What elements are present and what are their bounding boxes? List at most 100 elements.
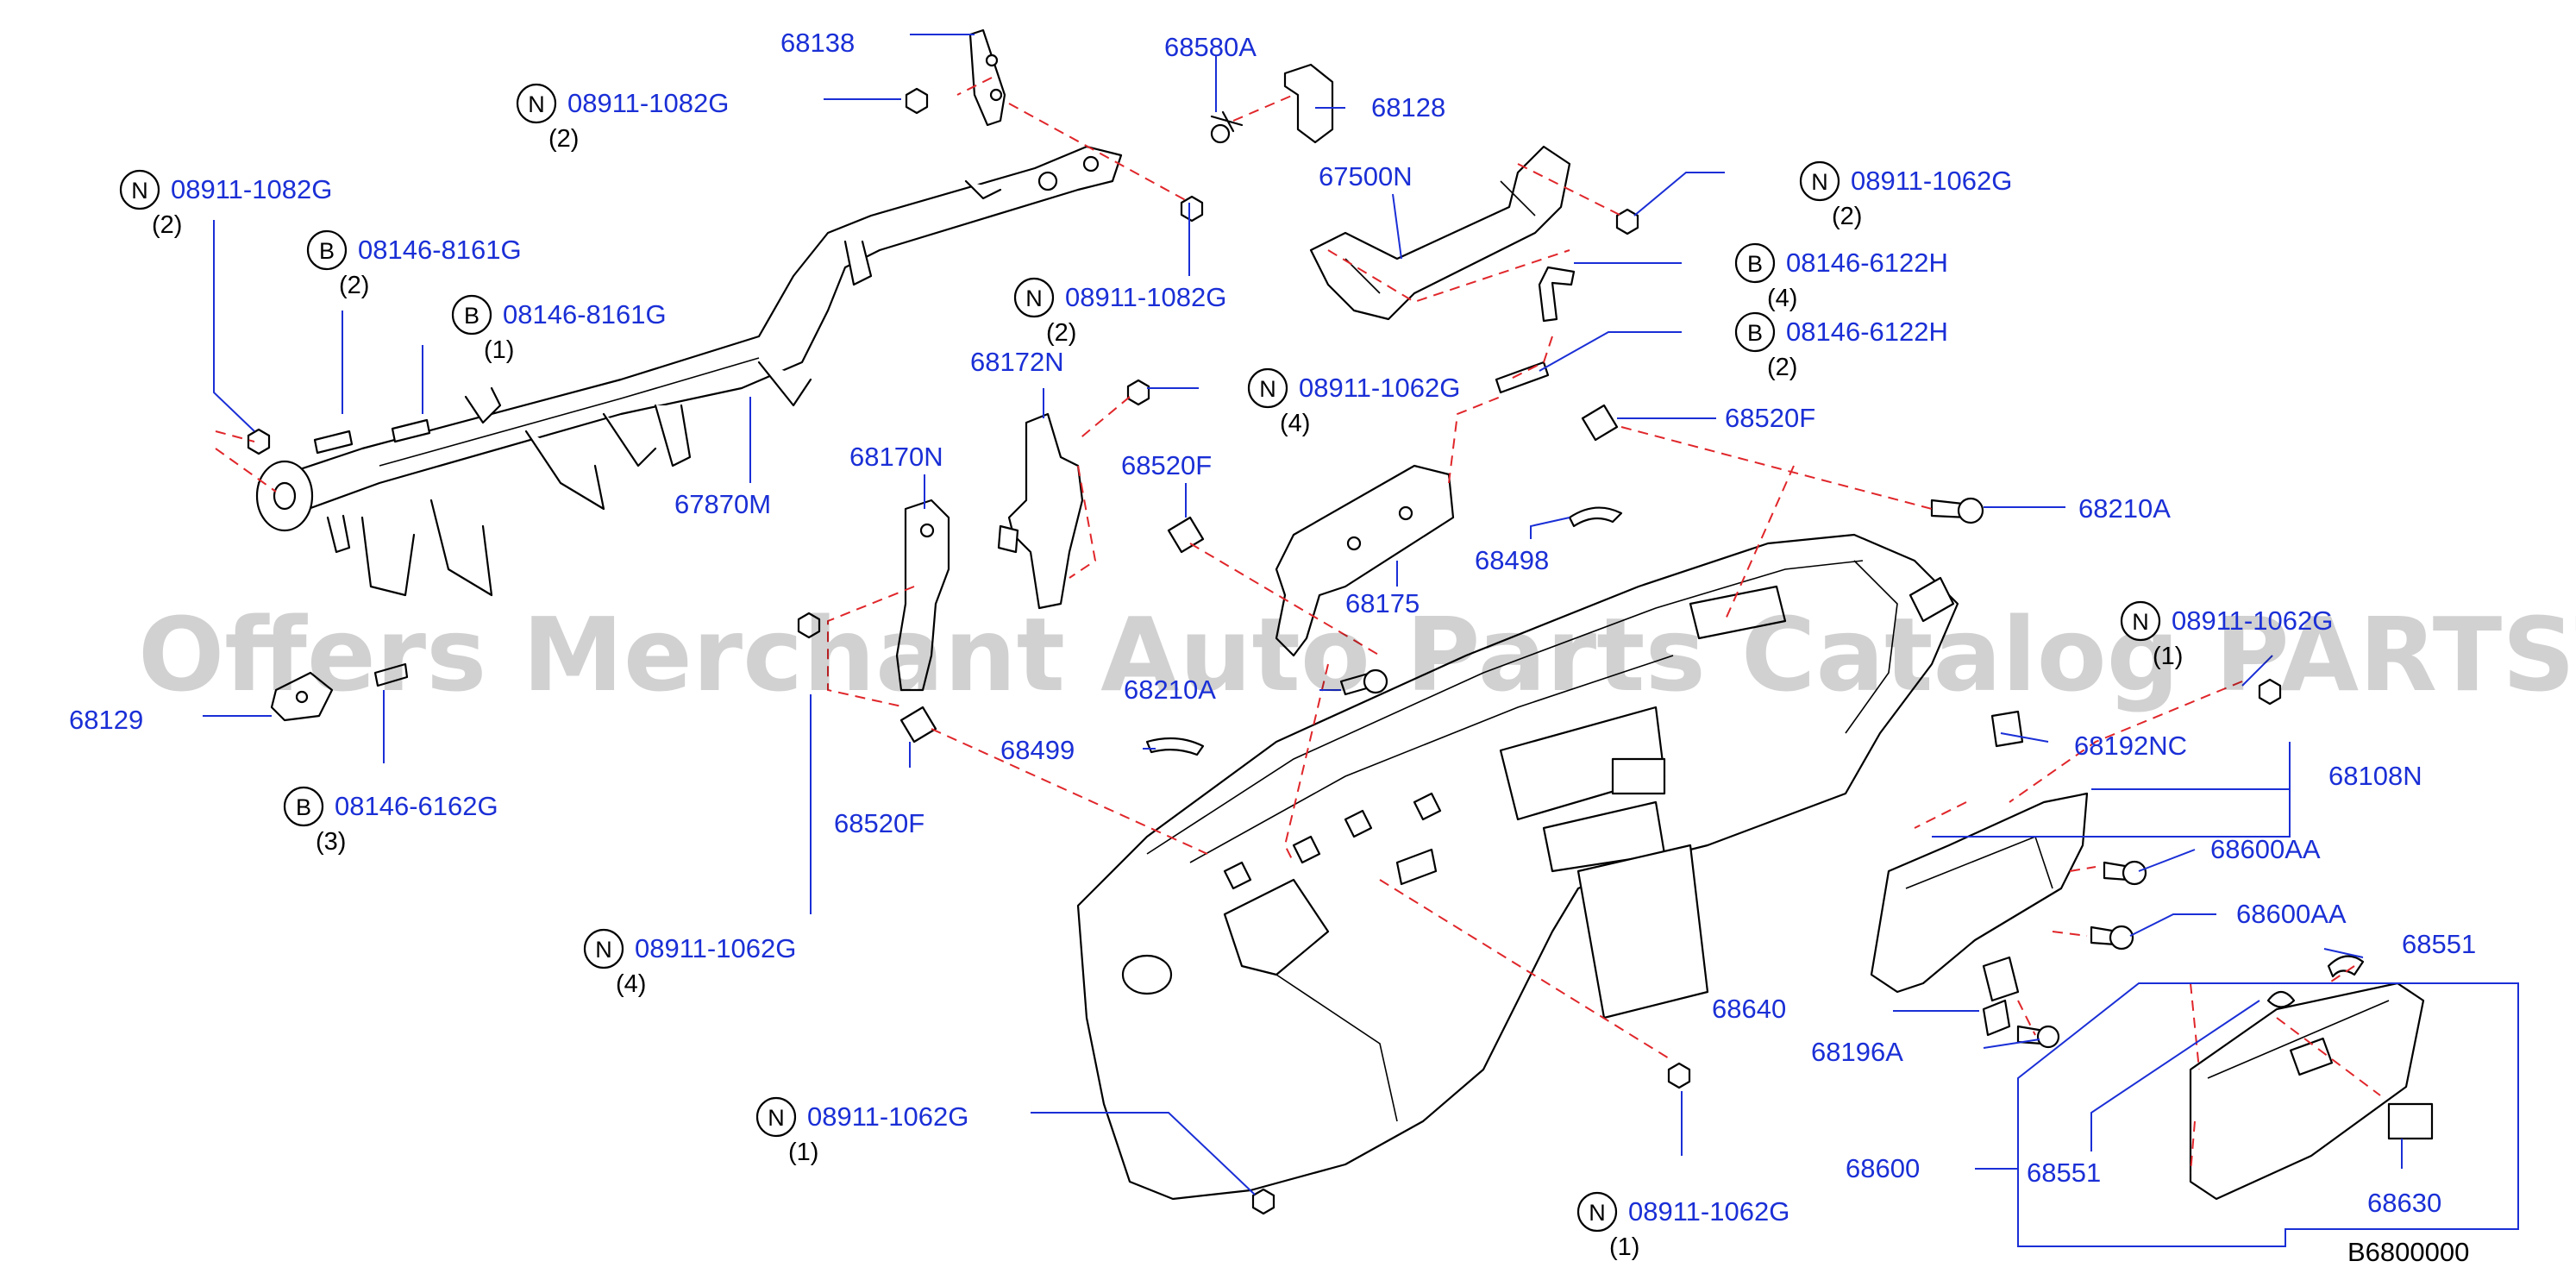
instrument-panel-drawing xyxy=(1076,533,1959,1201)
callout-18: 68172N xyxy=(970,347,1064,377)
badge-circle xyxy=(1734,242,1776,284)
watermark-text: Offers Merchant Auto Parts Catalog PARTS… xyxy=(138,595,2576,714)
quantity-label: (1) xyxy=(788,1139,818,1166)
part-number-label[interactable]: 08911-1062G xyxy=(1851,166,2012,196)
quantity-label: (3) xyxy=(316,828,346,856)
badge-letter: N xyxy=(1259,376,1276,402)
callout-37: 68600 xyxy=(1846,1153,1920,1183)
part-number-label[interactable]: 08146-6122H xyxy=(1786,317,1948,347)
badge-circle xyxy=(516,83,557,124)
part-number-label[interactable]: 68498 xyxy=(1475,545,1549,575)
callout-11: 68580A xyxy=(1164,32,1257,62)
callout-31: 68108N xyxy=(2328,761,2422,791)
part-number-label[interactable]: 68196A xyxy=(1811,1037,1903,1067)
badge-letter: N xyxy=(2132,609,2149,635)
part-number-label[interactable]: 67870M xyxy=(674,489,771,519)
callout-20: 68170N xyxy=(849,442,943,472)
badge-circle xyxy=(283,786,324,827)
quantity-label: (4) xyxy=(1280,410,1310,437)
badge-circle xyxy=(583,928,624,969)
bracket-68170n-drawing xyxy=(895,499,950,692)
bracket-68172n-drawing xyxy=(997,412,1084,610)
part-number-label[interactable]: 68170N xyxy=(849,442,943,472)
callout-7: 68129 xyxy=(69,705,143,735)
part-number-label[interactable]: 08146-6162G xyxy=(335,791,498,821)
part-number-label[interactable]: 68580A xyxy=(1164,32,1257,62)
part-number-label[interactable]: 68129 xyxy=(69,705,143,735)
part-number-label[interactable]: 08911-1062G xyxy=(635,933,796,963)
bracket-68128-drawing xyxy=(1210,63,1334,144)
part-number-label[interactable]: 08911-1062G xyxy=(807,1101,968,1132)
diagram-id: B6800000 xyxy=(2347,1237,2469,1267)
callout-35: 68640 xyxy=(1712,994,1786,1024)
part-number-label[interactable]: 68128 xyxy=(1371,92,1445,122)
callout-3: N 08911-1082G (2) xyxy=(119,169,332,239)
part-number-label[interactable]: 68551 xyxy=(2027,1158,2101,1188)
part-number-label[interactable]: 67500N xyxy=(1319,161,1413,191)
quantity-label: (2) xyxy=(339,272,369,299)
part-number-label[interactable]: 08146-8161G xyxy=(358,235,522,265)
quantity-label: (2) xyxy=(152,211,182,239)
part-number-label[interactable]: 08911-1062G xyxy=(1299,373,1460,403)
part-number-label[interactable]: 68108N xyxy=(2328,761,2422,791)
part-number-label[interactable]: 08911-1082G xyxy=(1065,282,1226,312)
part-number-label[interactable]: 68600AA xyxy=(2236,899,2347,929)
badge-circle xyxy=(1799,160,1840,202)
part-number-label[interactable]: 68138 xyxy=(780,28,855,58)
quantity-label: (2) xyxy=(548,125,579,153)
callout-34: 68551 xyxy=(2402,929,2476,959)
part-number-label[interactable]: 68520F xyxy=(1725,403,1815,433)
part-number-label[interactable]: 68520F xyxy=(1121,450,1212,480)
part-number-label[interactable]: 08911-1062G xyxy=(2172,605,2333,636)
part-number-label[interactable]: 08146-8161G xyxy=(503,299,667,329)
quantity-label: (2) xyxy=(1767,354,1797,381)
fasteners-drawing xyxy=(247,87,2282,1215)
badge-circle xyxy=(1013,277,1055,318)
callout-15: B 08146-6122H (4) xyxy=(1734,242,1948,312)
part-number-label[interactable]: 68192NC xyxy=(2074,731,2187,761)
quantity-label: (1) xyxy=(1609,1233,1639,1261)
callout-30: 68192NC xyxy=(2074,731,2187,761)
part-number-label[interactable]: 68640 xyxy=(1712,994,1786,1024)
part-number-label[interactable]: 68499 xyxy=(1000,735,1075,765)
badge-letter: N xyxy=(528,91,545,117)
part-number-label[interactable]: 68600AA xyxy=(2210,834,2321,864)
part-number-label[interactable]: 68210A xyxy=(2078,493,2171,524)
badge-circle xyxy=(119,169,160,210)
callout-32: 68600AA xyxy=(2210,834,2321,864)
part-number-label[interactable]: 68520F xyxy=(834,808,924,838)
part-number-label[interactable]: 68172N xyxy=(970,347,1064,377)
badge-circle xyxy=(1247,367,1288,409)
part-number-label[interactable]: 08911-1082G xyxy=(567,88,729,118)
part-number-label[interactable]: 08911-1082G xyxy=(171,174,332,204)
part-number-label[interactable]: 68600 xyxy=(1846,1153,1920,1183)
quantity-label: (1) xyxy=(484,336,514,364)
quantity-label: (4) xyxy=(616,970,646,998)
steering-member-drawing xyxy=(255,145,1123,597)
callout-2: N 08911-1082G (2) xyxy=(516,83,729,153)
badge-letter: N xyxy=(1025,285,1043,311)
part-number-label[interactable]: 08146-6122H xyxy=(1786,248,1948,278)
callout-24: 68175 xyxy=(1345,588,1420,618)
part-number-label[interactable]: 68210A xyxy=(1124,675,1216,705)
leader-lines xyxy=(203,34,2519,1247)
part-number-label[interactable]: 68630 xyxy=(2367,1188,2441,1218)
badge-letter: N xyxy=(768,1105,785,1131)
quantity-label: (4) xyxy=(1767,285,1797,312)
part-number-label[interactable]: 68175 xyxy=(1345,588,1420,618)
part-number-label[interactable]: 68551 xyxy=(2402,929,2476,959)
callout-1: 68138 xyxy=(780,28,855,58)
callout-27: 68210A xyxy=(1124,675,1216,705)
badge-letter: N xyxy=(131,178,148,204)
part-number-label[interactable]: 08911-1062G xyxy=(1628,1196,1789,1227)
badge-letter: B xyxy=(1747,251,1763,277)
